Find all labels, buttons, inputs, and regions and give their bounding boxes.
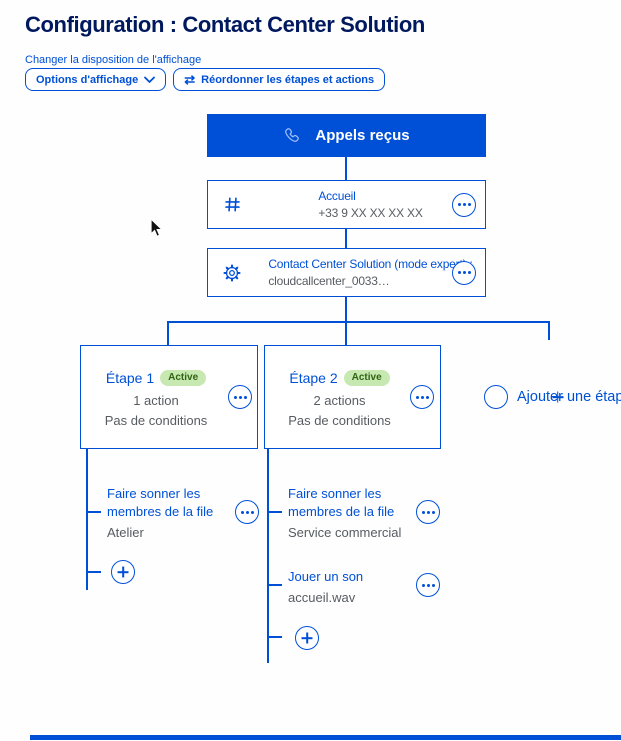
step2-title: Étape 2: [289, 370, 338, 386]
ellipsis-icon: [426, 510, 430, 514]
swap-arrows-icon: ⇄: [184, 72, 196, 87]
action-title: Faire sonner les membres de la file: [107, 486, 214, 519]
ellipsis-icon: [245, 510, 249, 514]
ellipsis-icon: [462, 271, 466, 274]
connector-line: [548, 321, 550, 340]
action-subtitle: Atelier: [107, 525, 144, 540]
chevron-down-icon: [144, 76, 156, 83]
display-options-label: Options d'affichage: [36, 73, 139, 86]
phone-icon: [285, 127, 300, 142]
step2-action2-more-button[interactable]: [416, 573, 440, 597]
step2-spine-line: [267, 449, 269, 663]
layout-hint-text: Changer la disposition de l'affichage: [25, 54, 202, 66]
page-title: Configuration : Contact Center Solution: [25, 12, 425, 37]
ellipsis-icon: [426, 583, 430, 587]
step1-title: Étape 1: [105, 370, 155, 386]
add-step-button[interactable]: Ajouter une étape: [484, 385, 621, 409]
toolbar: Options d'affichage ⇄ Réordonner les éta…: [25, 68, 386, 91]
step2-actions-count: 2 actions: [313, 393, 366, 408]
action-item: Faire sonner les membres de la file Serv…: [288, 485, 420, 542]
tick-line: [267, 584, 282, 586]
step1-spine-line: [86, 449, 88, 590]
step1-status-badge: Active: [160, 370, 207, 386]
number-node-more-button[interactable]: [452, 192, 476, 217]
step1-add-action-button[interactable]: [111, 560, 135, 584]
reorder-label: Réordonner les étapes et actions: [201, 73, 375, 86]
action-item: Jouer un son accueil.wav: [288, 568, 420, 607]
ellipsis-icon: [238, 395, 242, 399]
bottom-progress-bar: [30, 735, 621, 740]
branch-line: [167, 321, 550, 323]
gear-icon: [208, 263, 256, 283]
solution-node-subtitle: cloudcallcenter_0033…: [268, 273, 390, 288]
connector-line: [345, 321, 347, 345]
step1-more-button[interactable]: [228, 385, 252, 409]
action-title: Faire sonner les membres de la file: [288, 486, 395, 519]
connector-line: [345, 297, 347, 322]
entry-node-label: Appels reçus: [315, 127, 410, 144]
step2-add-action-button[interactable]: [295, 626, 319, 650]
tick-line: [267, 636, 282, 638]
tick-line: [86, 511, 101, 513]
solution-node-more-button[interactable]: [452, 260, 476, 285]
action-subtitle: accueil.wav: [288, 590, 356, 605]
step1-actions-count: 1 action: [133, 393, 179, 408]
step2-more-button[interactable]: [410, 385, 434, 409]
step-card-2: Étape 2 Active 2 actions Pas de conditio…: [264, 345, 441, 449]
tick-line: [86, 571, 101, 573]
add-step-label: Ajouter une étape: [517, 389, 621, 405]
display-options-button[interactable]: Options d'affichage: [25, 68, 167, 91]
action-item: Faire sonner les membres de la file Atel…: [107, 485, 239, 542]
connector-line: [345, 157, 347, 180]
entry-node-appels-recus: Appels reçus: [207, 114, 486, 157]
ellipsis-icon: [462, 203, 466, 206]
number-node: Accueil +33 9 XX XX XX XX: [207, 180, 486, 229]
solution-node: Contact Center Solution (mode expert) : …: [207, 248, 486, 297]
solution-node-title: Contact Center Solution (mode expert) :: [268, 256, 473, 271]
number-node-title: Accueil: [318, 188, 356, 203]
ellipsis-icon: [420, 395, 424, 399]
step1-action1-more-button[interactable]: [235, 500, 259, 524]
plus-icon: [484, 385, 508, 409]
number-node-subtitle: +33 9 XX XX XX XX: [318, 205, 423, 220]
action-subtitle: Service commercial: [288, 525, 402, 540]
step2-conditions: Pas de conditions: [288, 413, 391, 428]
dialpad-icon: [208, 195, 256, 214]
tick-line: [267, 511, 282, 513]
reorder-button[interactable]: ⇄ Réordonner les étapes et actions: [173, 68, 386, 91]
step2-status-badge: Active: [343, 370, 390, 386]
action-title: Jouer un son: [288, 569, 364, 584]
connector-line: [167, 321, 169, 345]
connector-line: [345, 229, 347, 248]
step2-action1-more-button[interactable]: [416, 500, 440, 524]
mouse-cursor: [150, 218, 164, 238]
step1-conditions: Pas de conditions: [104, 413, 208, 428]
